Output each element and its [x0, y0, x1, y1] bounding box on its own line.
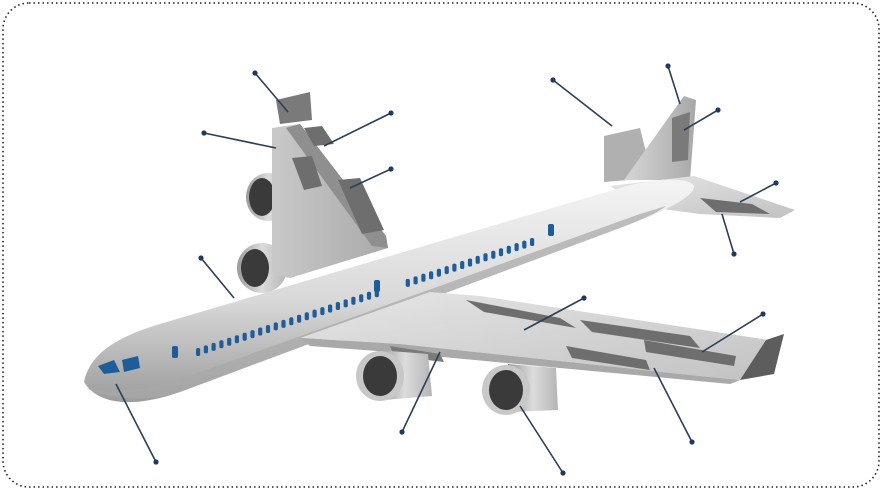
- callout-dot: [560, 470, 565, 475]
- passenger-window: [250, 330, 254, 338]
- callout-dot: [201, 130, 206, 135]
- passenger-window: [305, 312, 309, 320]
- passenger-window: [196, 348, 200, 356]
- passenger-window: [281, 320, 285, 328]
- callout-dot: [760, 311, 765, 316]
- passenger-window: [406, 279, 410, 287]
- passenger-window: [344, 299, 348, 307]
- passenger-window: [235, 335, 239, 343]
- passenger-window: [359, 294, 363, 302]
- callout-dot: [198, 255, 203, 260]
- passenger-window: [227, 338, 231, 346]
- callout-dot: [715, 107, 720, 112]
- passenger-window: [219, 340, 223, 348]
- passenger-window: [375, 289, 379, 297]
- passenger-window: [313, 310, 317, 318]
- callout-leader-line: [722, 214, 734, 254]
- callout-dot: [773, 180, 778, 185]
- passenger-window: [258, 328, 262, 336]
- callout-dot: [581, 295, 586, 300]
- passenger-window: [367, 292, 371, 300]
- passenger-window: [452, 264, 456, 272]
- passenger-window: [460, 261, 464, 269]
- passenger-window: [212, 343, 216, 351]
- passenger-window: [320, 307, 324, 315]
- callout-leader-line: [520, 406, 563, 473]
- passenger-window: [266, 325, 270, 333]
- passenger-window: [468, 259, 472, 267]
- callout-leader-line: [201, 258, 234, 298]
- callout-leader-line: [204, 133, 276, 148]
- passenger-window: [289, 317, 293, 325]
- passenger-window: [204, 345, 208, 353]
- callout-leader-line: [553, 80, 612, 126]
- passenger-window: [414, 276, 418, 284]
- callout-dot: [388, 166, 393, 171]
- passenger-window: [437, 269, 441, 277]
- callout-dot: [388, 110, 393, 115]
- passenger-window: [445, 266, 449, 274]
- passenger-window: [328, 305, 332, 313]
- passenger-window: [274, 322, 278, 330]
- callout-dot: [731, 251, 736, 256]
- passenger-window: [243, 333, 247, 341]
- passenger-window: [297, 315, 301, 323]
- passenger-window: [507, 246, 511, 254]
- passenger-window: [499, 248, 503, 256]
- callout-leader-line: [668, 66, 680, 104]
- passenger-window: [421, 274, 425, 282]
- callout-leader-line: [324, 113, 391, 146]
- far-wing: [272, 92, 388, 278]
- passenger-window: [336, 302, 340, 310]
- passenger-window: [515, 243, 519, 251]
- callout-dot: [399, 429, 404, 434]
- callout-dot: [252, 70, 257, 75]
- passenger-window: [522, 241, 526, 249]
- callout-dot: [665, 63, 670, 68]
- passenger-window: [351, 297, 355, 305]
- passenger-window: [483, 253, 487, 261]
- passenger-window: [476, 256, 480, 264]
- passenger-window: [429, 271, 433, 279]
- passenger-window: [491, 251, 495, 259]
- callout-dot: [689, 439, 694, 444]
- callout-dot: [153, 459, 158, 464]
- callout-dot: [550, 77, 555, 82]
- passenger-window: [530, 238, 534, 246]
- callout-leader-line: [255, 73, 288, 112]
